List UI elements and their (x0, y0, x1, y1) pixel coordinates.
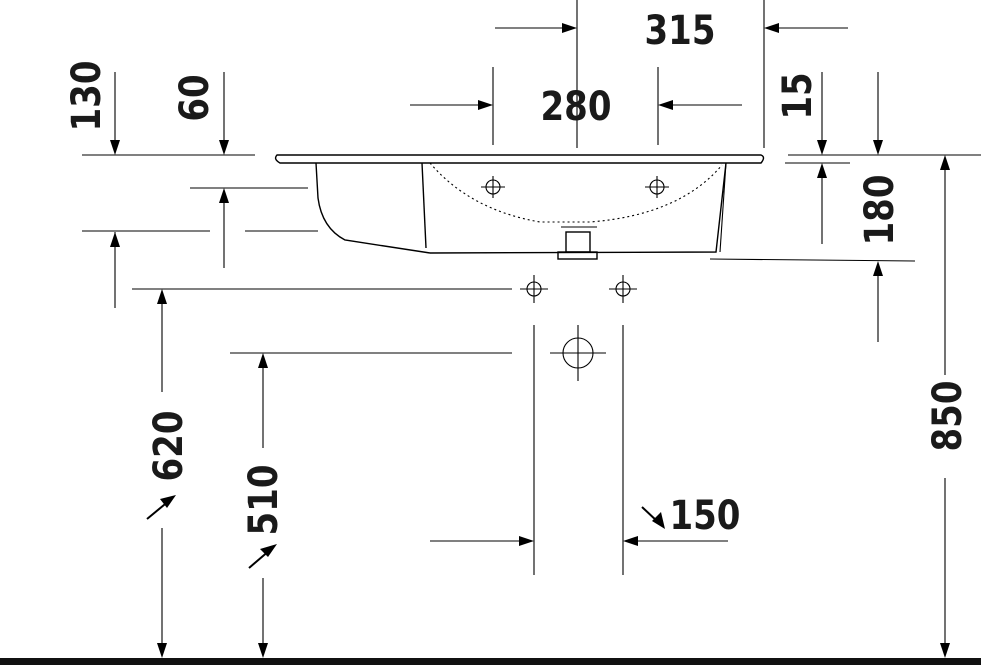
dimension-180-label: 180 (856, 175, 902, 246)
dimension-315: 315 (495, 7, 848, 54)
dimension-60: 60 (171, 72, 229, 268)
dimension-850-label: 850 (924, 381, 970, 452)
tap-hole-right-icon (645, 176, 669, 198)
tap-hole-left-icon (481, 176, 505, 198)
basin-outline (274, 154, 765, 260)
floor-line (0, 658, 981, 665)
dimension-620: 620 (145, 289, 192, 658)
dimension-850: 850 (924, 155, 971, 658)
dimension-180: 180 (856, 72, 903, 342)
dimension-150: 150 (430, 492, 740, 546)
dimension-60-label: 60 (171, 74, 217, 121)
dimension-280: 280 (410, 83, 742, 130)
dimension-150-label: 150 (670, 492, 741, 538)
dimension-315-label: 315 (645, 7, 716, 53)
waste-outlet-icon (550, 325, 606, 381)
dimension-15: 15 (774, 72, 827, 244)
extension-lines (82, 0, 981, 575)
dimension-130-label: 130 (63, 61, 109, 132)
dimension-15-label: 15 (774, 72, 820, 119)
supply-point-right-icon (609, 275, 637, 303)
dimension-510-label: 510 (240, 465, 286, 536)
dimension-130: 130 (63, 61, 120, 308)
supply-point-left-icon (520, 275, 548, 303)
dimension-620-label: 620 (145, 411, 191, 482)
dimension-510: 510 (240, 353, 287, 658)
dimension-280-label: 280 (541, 83, 612, 129)
